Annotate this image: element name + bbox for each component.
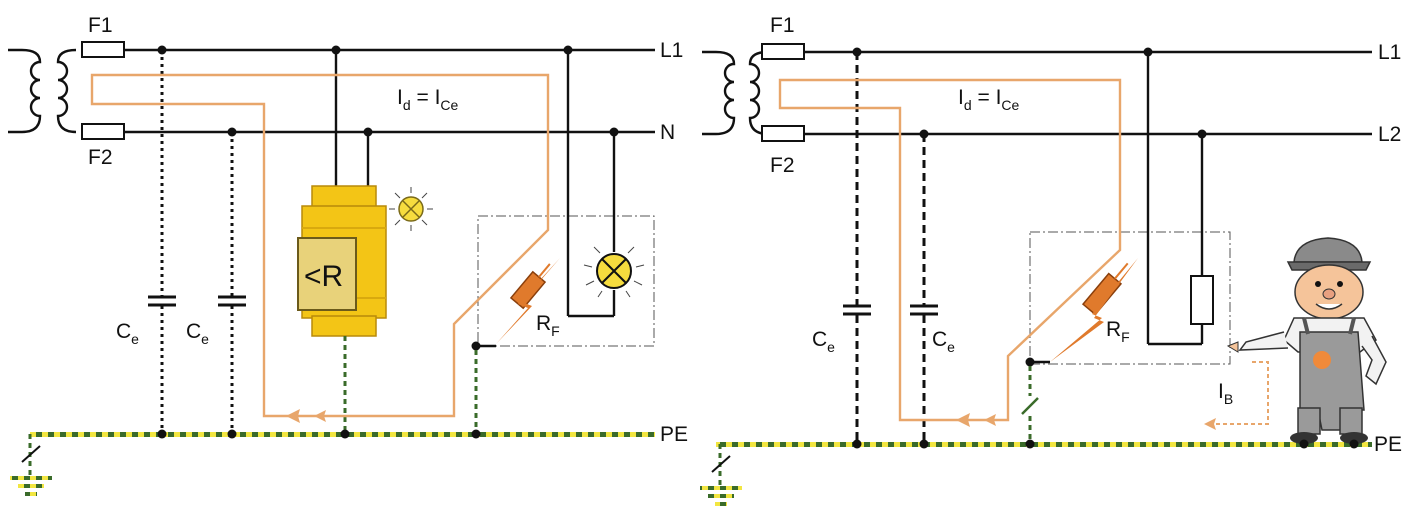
left-insulation-monitor: <R xyxy=(297,50,387,434)
right-capacitor-1-label: Ce xyxy=(812,328,835,355)
right-fault-resistor xyxy=(1021,258,1138,444)
right-current-arrows xyxy=(956,413,996,427)
right-body-current-label: IB xyxy=(1218,380,1233,407)
left-indicator-lamp-icon xyxy=(389,187,433,231)
right-fault-resistance-label: RF xyxy=(1106,318,1130,345)
left-fuse-f1-label: F1 xyxy=(88,14,113,37)
right-earth-bar xyxy=(716,442,1372,447)
right-capacitor-1 xyxy=(843,52,871,444)
left-monitor-label: <R xyxy=(304,260,343,293)
right-earth-label: PE xyxy=(1374,433,1402,456)
left-capacitor-2-label: Ce xyxy=(186,320,209,347)
left-line-n-label: N xyxy=(660,121,675,144)
left-capacitor-1 xyxy=(148,50,176,434)
person-illustration xyxy=(1226,237,1387,444)
left-capacitor-2 xyxy=(218,132,246,434)
right-junction-dots xyxy=(852,47,1359,449)
right-fuse-f2-label: F2 xyxy=(770,154,795,177)
left-fuse-f2 xyxy=(81,123,125,140)
left-fault-box xyxy=(477,215,655,347)
left-current-equation: Id = ICe xyxy=(397,86,459,113)
right-line-l2-label: L2 xyxy=(1378,123,1401,146)
left-junction-dots xyxy=(157,45,619,439)
right-fuse-f1 xyxy=(761,43,805,60)
left-current-arrows xyxy=(286,409,326,423)
right-fuse-f2 xyxy=(761,125,805,142)
left-fault-current-path xyxy=(90,73,550,418)
right-capacitor-2 xyxy=(910,134,938,444)
right-current-equation: Id = ICe xyxy=(958,86,1020,113)
right-circuit: F1 F2 L1 L2 PE Id = ICe Ce Ce RF IB xyxy=(700,14,1402,506)
left-circuit: <R xyxy=(8,14,688,496)
left-line-l1-label: L1 xyxy=(660,39,683,62)
left-earth-symbol xyxy=(10,434,52,496)
right-fault-current-path xyxy=(778,78,1122,422)
right-capacitor-2-label: Ce xyxy=(932,328,955,355)
left-fault-resistance-label: RF xyxy=(536,312,560,339)
left-fuse-f1 xyxy=(81,41,125,58)
right-fault-box xyxy=(1029,231,1231,365)
right-earth-symbol xyxy=(700,444,742,506)
left-capacitor-1-label: Ce xyxy=(116,320,139,347)
right-load-resistor xyxy=(1146,52,1214,346)
right-fuse-f1-label: F1 xyxy=(770,14,795,37)
left-transformer xyxy=(8,48,77,134)
right-body-current-path xyxy=(1208,361,1269,425)
right-body-current-arrow xyxy=(1204,418,1216,430)
left-earth-label: PE xyxy=(660,423,688,446)
left-fault-resistor xyxy=(471,258,560,434)
left-load-lamp xyxy=(566,50,645,318)
left-fuse-f2-label: F2 xyxy=(88,146,113,169)
right-line-l1-label: L1 xyxy=(1378,41,1401,64)
left-lamp-icon xyxy=(583,246,645,298)
right-transformer xyxy=(702,50,769,136)
